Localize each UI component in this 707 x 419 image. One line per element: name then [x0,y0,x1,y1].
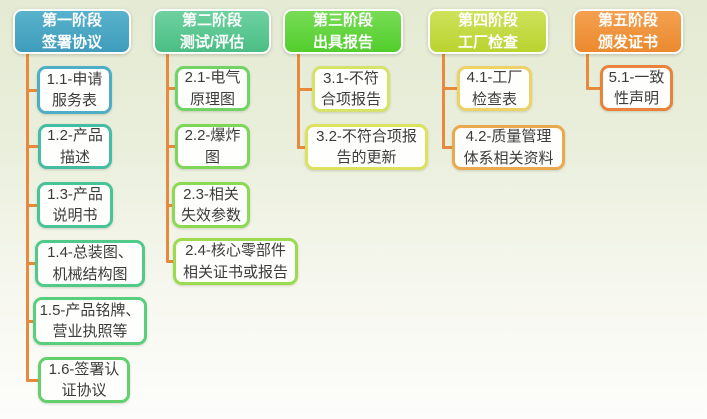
connector-stub [442,146,455,149]
task-node-1-6: 1.6-签署认 证协议 [38,357,130,403]
task-node-5-1: 5.1-一致 性声明 [600,65,673,111]
phase-5-header: 第五阶段 颁发证书 [573,9,683,54]
connector-line [26,53,29,382]
connector-stub [26,203,40,207]
task-node-2-2: 2.2-爆炸 图 [175,124,250,169]
task-node-3-2: 3.2-不符合项报 告的更新 [305,124,428,170]
task-node-4-1: 4.1-工厂 检查表 [457,66,532,111]
connector-stub [166,203,175,207]
connector-stub [442,87,460,90]
connector-stub [166,145,178,148]
phase-2-header: 第二阶段 测试/评估 [153,9,271,54]
task-node-2-4: 2.4-核心零部件 相关证书或报告 [173,238,298,285]
connector-line [586,53,589,90]
task-node-1-1: 1.1-申请 服务表 [37,66,112,114]
connector-stub [586,86,603,90]
phase-1-header: 第一阶段 签署协议 [13,9,131,54]
task-node-1-4: 1.4-总装图、 机械结构图 [35,240,145,287]
connector-stub [297,87,315,91]
task-node-1-2: 1.2-产品 描述 [38,124,112,169]
phase-4-header: 第四阶段 工厂检查 [428,9,548,54]
connector-line [442,53,445,149]
phase-3-header: 第三阶段 出具报告 [283,9,403,54]
connector-stub [166,260,176,263]
connector-stub [26,319,36,323]
connector-stub [26,145,41,148]
task-node-2-1: 2.1-电气 原理图 [175,66,250,111]
connector-line [166,53,169,263]
connector-stub [297,145,308,149]
connector-stub [166,87,178,90]
task-node-4-2: 4.2-质量管理 体系相关资料 [452,125,565,170]
connector-stub [26,88,40,92]
connector-line [297,53,300,149]
connector-stub [26,262,38,265]
connector-stub [26,378,41,382]
task-node-3-1: 3.1-不符 合项报告 [312,66,390,112]
task-node-2-3: 2.3-相关 失效参数 [172,182,250,228]
task-node-1-5: 1.5-产品铭牌、 营业执照等 [33,297,147,345]
task-node-1-3: 1.3-产品 说明书 [37,182,113,228]
